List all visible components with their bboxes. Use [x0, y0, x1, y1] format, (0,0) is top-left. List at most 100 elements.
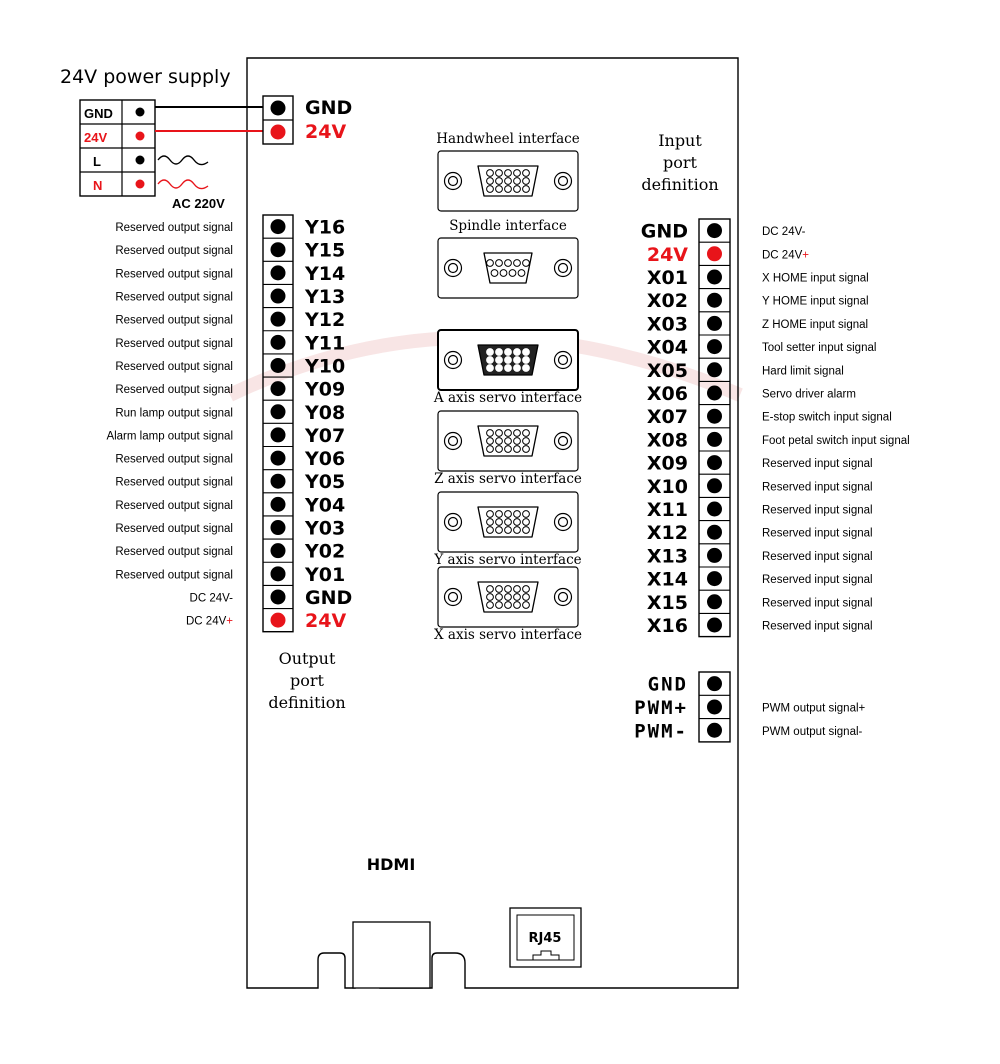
input-pin-x14-desc: Reserved input signal [762, 574, 873, 586]
hdmi-label: HDMI [367, 855, 416, 874]
power-supply-block: GND 24V L N AC 220V [79, 99, 263, 211]
pwm-pin-pwmplus-desc: PWM output signal+ [762, 702, 866, 714]
output-pin-y06-label: Y06 [304, 448, 345, 470]
output-pin-y16-desc: Reserved output signal [115, 222, 233, 234]
output-pin-y03-desc: Reserved output signal [115, 523, 233, 535]
psu-terminal-24v: 24V [84, 130, 107, 145]
interface-spindleinterface-label: Spindle interface [449, 218, 567, 234]
input-pin-x04-desc: Tool setter input signal [762, 342, 876, 354]
input-pin-x08-desc: Foot petal switch input signal [762, 435, 910, 447]
output-pin-y11-desc: Reserved output signal [115, 338, 233, 350]
psu-terminal-n: N [93, 178, 102, 193]
output-pin-y07-label: Y07 [304, 425, 345, 447]
input-pin-x02-dot [707, 292, 722, 308]
interface-xaxisservointerface: X axis servo interface [434, 566, 582, 643]
pwm-pin-pwmminus-dot [707, 722, 722, 738]
input-pin-x09-dot [707, 455, 722, 471]
pwm-pin-gnd-label: GND [648, 674, 688, 696]
psu-dot-gnd [135, 107, 145, 117]
pwm-pin-pwmminus-label: PWM- [634, 720, 688, 742]
board-gnd-dot [270, 100, 286, 116]
output-pin-y03-label: Y03 [304, 518, 345, 540]
input-pin-x12-desc: Reserved input signal [762, 528, 873, 540]
input-pin-x07-dot [707, 408, 722, 424]
input-title-line-1: Input [658, 131, 702, 150]
output-pin-y10-desc: Reserved output signal [115, 361, 233, 373]
input-pin-x11-dot [707, 501, 722, 517]
input-pin-x01-desc: X HOME input signal [762, 273, 869, 285]
output-pin-y04-dot [270, 496, 286, 512]
ac-n-wave [157, 179, 209, 190]
input-pin-x03-dot [707, 315, 722, 331]
output-pin-y04-desc: Reserved output signal [115, 500, 233, 512]
pwm-pin-pwmminus-desc: PWM output signal- [762, 726, 863, 738]
output-pin-y06-dot [270, 450, 286, 466]
output-pin-y05-label: Y05 [304, 471, 345, 493]
output-pin-y05-dot [270, 473, 286, 489]
board-power-terminals: GND 24V [262, 95, 352, 145]
input-pin-x04-dot [707, 339, 722, 355]
input-pin-x06-label: X06 [647, 383, 688, 405]
psu-dot-n [135, 179, 145, 189]
input-pin-x16-dot [707, 617, 722, 633]
board-gnd-label: GND [305, 97, 352, 119]
input-pin-x05-dot [707, 362, 722, 378]
output-pin-y12-desc: Reserved output signal [115, 315, 233, 327]
input-pin-x02-label: X02 [647, 290, 688, 312]
input-pin-x07-label: X07 [647, 406, 688, 428]
interface-xaxisservointerface-label: X axis servo interface [434, 627, 582, 643]
input-pin-x15-desc: Reserved input signal [762, 597, 873, 609]
interface-yaxisservointerface: Y axis servo interface [433, 491, 582, 568]
output-pin-y14-dot [270, 265, 286, 281]
output-pin-y15-desc: Reserved output signal [115, 245, 233, 257]
input-pin-x02-desc: Y HOME input signal [762, 296, 869, 308]
output-pin-y02-dot [270, 543, 286, 559]
output-pin-y01-dot [270, 566, 286, 582]
input-pin-x03-desc: Z HOME input signal [762, 319, 868, 331]
input-title-line-2: port [663, 153, 698, 172]
input-pin-x11-desc: Reserved input signal [762, 505, 873, 517]
output-pin-y03-dot [270, 520, 286, 536]
output-pin-y08-dot [270, 404, 286, 420]
output-pin-y02-desc: Reserved output signal [115, 546, 233, 558]
interface-spindleinterface: Spindle interface [437, 218, 579, 299]
output-pin-y13-desc: Reserved output signal [115, 292, 233, 304]
output-pin-y16-label: Y16 [304, 217, 345, 239]
psu-terminal-l: L [93, 154, 101, 169]
power-supply-title: 24V power supply [60, 66, 231, 88]
output-pin-24v-label: 24V [305, 610, 346, 632]
input-pin-x04-label: X04 [647, 337, 688, 359]
output-pin-y12-dot [270, 311, 286, 327]
output-pin-y11-dot [270, 334, 286, 350]
output-pin-y05-desc: Reserved output signal [115, 477, 233, 489]
output-pin-y07-dot [270, 427, 286, 443]
output-pin-y14-label: Y14 [304, 263, 345, 285]
input-pin-x09-desc: Reserved input signal [762, 458, 873, 470]
input-pin-x01-dot [707, 269, 722, 285]
psu-dot-l [135, 155, 145, 165]
output-pin-y15-label: Y15 [304, 240, 345, 262]
output-pin-gnd-dot [270, 589, 286, 605]
input-pin-x14-dot [707, 571, 722, 587]
input-pin-x15-dot [707, 594, 722, 610]
ac-l-wave [157, 155, 209, 166]
output-pin-y04-label: Y04 [304, 494, 345, 516]
psu-dot-24v [135, 131, 145, 141]
input-pin-x06-dot [707, 385, 722, 401]
input-pin-gnd-dot [707, 223, 722, 239]
output-pin-y10-dot [270, 357, 286, 373]
output-pin-y01-desc: Reserved output signal [115, 569, 233, 581]
interface-zaxisservointerface: Z axis servo interface [434, 410, 582, 487]
output-pin-y02-label: Y02 [304, 541, 345, 563]
input-pin-x05-desc: Hard limit signal [762, 365, 844, 377]
input-title-line-3: definition [641, 175, 718, 194]
board-24v-dot [270, 124, 286, 140]
pwm-pin-pwmplus-label: PWM+ [634, 697, 688, 719]
output-title-line-2: port [290, 671, 325, 690]
input-pin-x12-label: X12 [647, 522, 688, 544]
input-pin-x16-desc: Reserved input signal [762, 621, 873, 633]
input-pin-x13-dot [707, 547, 722, 563]
